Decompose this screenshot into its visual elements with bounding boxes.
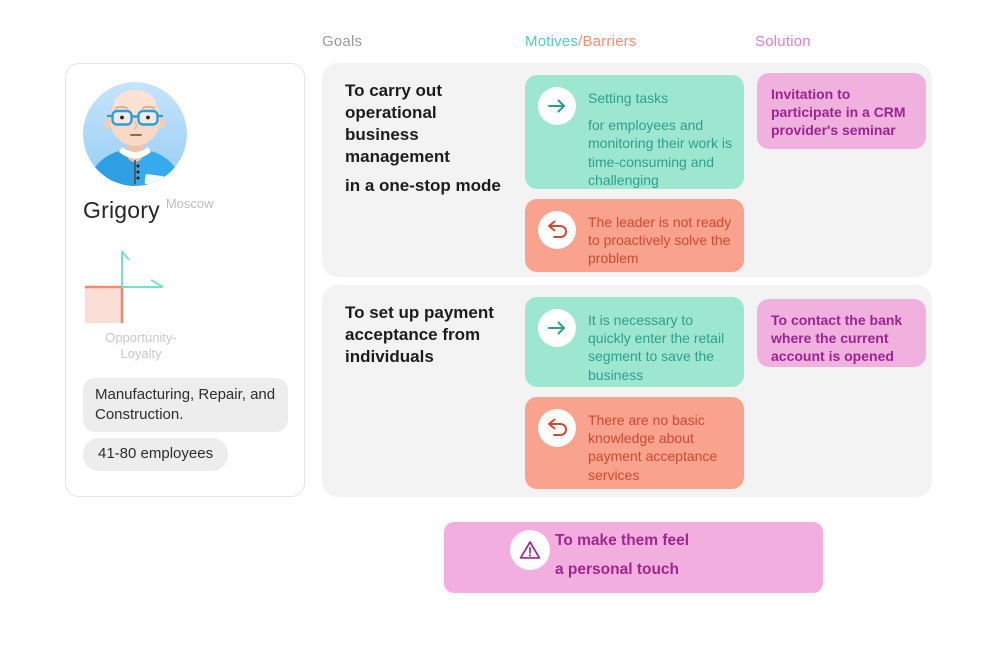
- motive-card-2: It is necessary to quickly enter the ret…: [525, 297, 744, 387]
- barrier-card-2: There are no basic knowledge about payme…: [525, 397, 744, 489]
- opportunity-loyalty-chart: [85, 250, 164, 323]
- goal-line: acceptance from: [345, 325, 481, 345]
- avatar-illustration: [83, 82, 187, 186]
- header-motives-label: Motives: [525, 33, 579, 50]
- goal-line: To carry out: [345, 81, 442, 100]
- key-insight-line2: a personal touch: [555, 560, 680, 578]
- chart-label: Opportunity- Loyalty: [66, 330, 216, 363]
- goal-subtext: in a one-stop mode: [345, 176, 501, 196]
- persona-location: Moscow: [165, 196, 214, 211]
- column-header-solution: Solution: [755, 33, 811, 50]
- motive-title: Setting tasks: [588, 90, 669, 106]
- goal-line: management: [345, 147, 450, 167]
- key-insight-line1: To make them feel: [555, 532, 690, 549]
- motive-body: for employees and monitoring their work …: [588, 117, 732, 188]
- barrier-text: The leader is not ready to proactively s…: [588, 214, 732, 267]
- goal-line: operational: [345, 103, 437, 123]
- chart-label-line2: Loyalty: [120, 346, 162, 362]
- header-barriers-label: /Barriers: [578, 33, 637, 50]
- company-size-tag: 41-80 employees: [83, 438, 229, 471]
- arrow-right-icon: [538, 309, 576, 347]
- persona-row-2: To set up payment acceptance from indivi…: [322, 285, 932, 497]
- chart-label-line1: Opportunity-: [105, 330, 177, 345]
- return-arrow-icon: [538, 409, 576, 447]
- warning-triangle-icon: [510, 530, 550, 570]
- persona-name: Grigory: [83, 197, 160, 223]
- barrier-text: There are no basic knowledge about payme…: [588, 412, 718, 483]
- motive-body: It is necessary to quickly enter the ret…: [588, 312, 725, 383]
- goal-text-1: To carry out operational business manage…: [345, 80, 525, 197]
- goal-line: business: [345, 125, 419, 145]
- column-header-motives-barriers: Motives/Barriers: [525, 33, 637, 50]
- arrow-right-icon: [538, 87, 576, 125]
- solution-card-2: To contact the bank where the current ac…: [757, 299, 926, 367]
- solution-card-1: Invitation to participate in a CRM provi…: [757, 73, 926, 149]
- goal-line: To set up payment: [345, 303, 494, 322]
- avatar: [83, 82, 187, 186]
- key-insight-text: To make them feel a personal touch: [555, 533, 689, 577]
- goal-line: individuals: [345, 347, 434, 367]
- barrier-card-1: The leader is not ready to proactively s…: [525, 199, 744, 272]
- column-header-goals: Goals: [322, 33, 363, 50]
- solution-text: Invitation to participate in a CRM provi…: [771, 86, 906, 139]
- industry-tag: Manufacturing, Repair, and Construction.: [83, 378, 288, 432]
- return-arrow-icon: [538, 211, 576, 249]
- persona-row-1: To carry out operational business manage…: [322, 63, 932, 277]
- solution-text: To contact the bank where the current ac…: [771, 312, 903, 365]
- motive-card-1: Setting tasks for employees and monitori…: [525, 75, 744, 189]
- goal-text-2: To set up payment acceptance from indivi…: [345, 302, 525, 368]
- key-insight-banner: To make them feel a personal touch: [444, 522, 823, 593]
- profile-card: Grigory Moscow Opportunity- Loyalty Manuf…: [65, 63, 305, 497]
